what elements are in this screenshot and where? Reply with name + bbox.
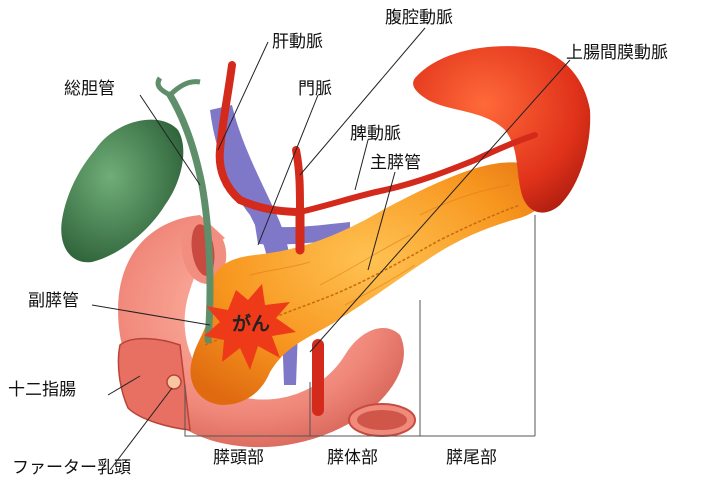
jejunum-lumen bbox=[357, 410, 407, 430]
label-common-bile-duct: 総胆管 bbox=[64, 81, 115, 98]
label-hepatic-artery: 肝動脈 bbox=[272, 34, 323, 51]
label-celiac-artery: 腹腔動脈 bbox=[385, 10, 453, 27]
label-superior-mesenteric-artery: 上腸間膜動脈 bbox=[566, 45, 668, 62]
label-cancer: がん bbox=[232, 315, 270, 334]
label-portal-vein: 門脈 bbox=[298, 81, 332, 98]
label-duodenum: 十二指腸 bbox=[8, 382, 76, 399]
label-main-pancreatic-duct: 主膵管 bbox=[370, 155, 421, 172]
hepatic-ducts bbox=[158, 78, 200, 95]
papilla bbox=[167, 375, 181, 389]
label-splenic-artery: 脾動脈 bbox=[350, 126, 401, 143]
label-papilla-of-vater: ファーター乳頭 bbox=[12, 460, 131, 477]
label-accessory-pancreatic-duct: 副膵管 bbox=[28, 293, 79, 310]
label-pancreas-head: 膵頭部 bbox=[213, 450, 264, 467]
label-pancreas-tail: 膵尾部 bbox=[446, 450, 497, 467]
label-pancreas-body: 膵体部 bbox=[327, 450, 378, 467]
